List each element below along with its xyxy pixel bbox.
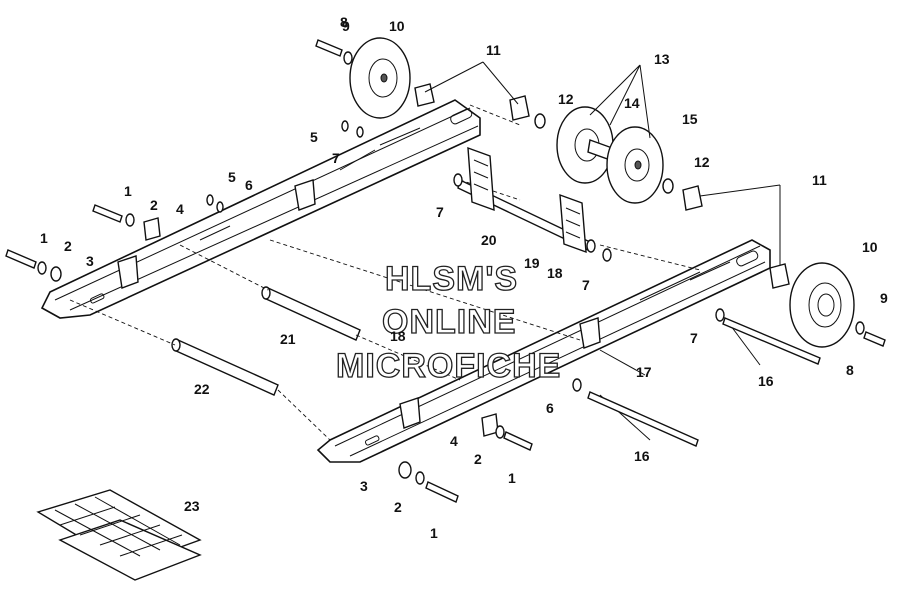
callout-label: 5: [310, 129, 318, 145]
callout-label: 7: [436, 204, 444, 220]
callout-label: 22: [194, 381, 210, 397]
callout-label: 1: [40, 230, 48, 246]
callout-label: 11: [812, 172, 827, 188]
callout-label: 16: [758, 373, 774, 389]
idler-wheel-top: [315, 37, 411, 119]
callout-labels: 1 1 1 1 2 2 2 2 3 3 4 4 5 5 6 6 7 7 7 7 …: [40, 14, 888, 541]
callout-label: 12: [558, 91, 574, 107]
axle-assembly: [457, 146, 596, 254]
watermark-line1: HLSM'S: [385, 260, 518, 298]
cross-shaft-21: [261, 286, 361, 341]
callout-label: 20: [481, 232, 497, 248]
watermark: HLSM'S ONLINE MICROFICHE: [335, 259, 561, 385]
callout-label: 2: [474, 451, 482, 467]
callout-label: 16: [634, 448, 650, 464]
callout-label: 18: [547, 265, 563, 281]
callout-label: 23: [184, 498, 200, 514]
callout-label: 4: [450, 433, 458, 449]
callout-label: 4: [176, 201, 184, 217]
callout-label: 10: [389, 18, 405, 34]
dual-idler-wheels: [556, 106, 664, 204]
callout-label: 7: [582, 277, 590, 293]
callout-label: 15: [682, 111, 698, 127]
callout-label: 8: [846, 362, 854, 378]
callout-label: 1: [124, 183, 132, 199]
callout-label: 6: [546, 400, 554, 416]
long-bolts: [587, 317, 821, 447]
callout-label: 12: [694, 154, 710, 170]
callout-label: 1: [430, 525, 438, 541]
callout-label: 9: [342, 18, 350, 34]
callout-label: 21: [280, 331, 296, 347]
callout-label: 14: [624, 95, 640, 111]
right-slide-rail: [316, 239, 771, 463]
callout-label: 1: [508, 470, 516, 486]
watermark-line3: MICROFICHE: [336, 347, 561, 385]
callout-label: 6: [245, 177, 253, 193]
callout-label: 3: [360, 478, 368, 494]
cross-shaft-22: [171, 338, 279, 396]
callout-label: 2: [394, 499, 402, 515]
left-slide-rail: [40, 99, 481, 319]
callout-label: 19: [524, 255, 540, 271]
callout-label: 2: [150, 197, 158, 213]
callout-label: 7: [690, 330, 698, 346]
callout-label: 2: [64, 238, 72, 254]
callout-label: 18: [390, 328, 406, 344]
fasteners: [5, 120, 725, 503]
callout-label: 11: [486, 42, 501, 58]
callout-label: 3: [86, 253, 94, 269]
track-section: [36, 489, 202, 581]
callout-label: 9: [880, 290, 888, 306]
idler-wheel-right: [789, 262, 886, 348]
callout-label: 17: [636, 364, 652, 380]
callout-label: 5: [228, 169, 236, 185]
callout-label: 8: [340, 14, 348, 30]
watermark-line2: ONLINE: [382, 303, 516, 341]
callout-label: 10: [862, 239, 878, 255]
callout-label: 13: [654, 51, 670, 67]
callout-label: 7: [332, 150, 340, 166]
